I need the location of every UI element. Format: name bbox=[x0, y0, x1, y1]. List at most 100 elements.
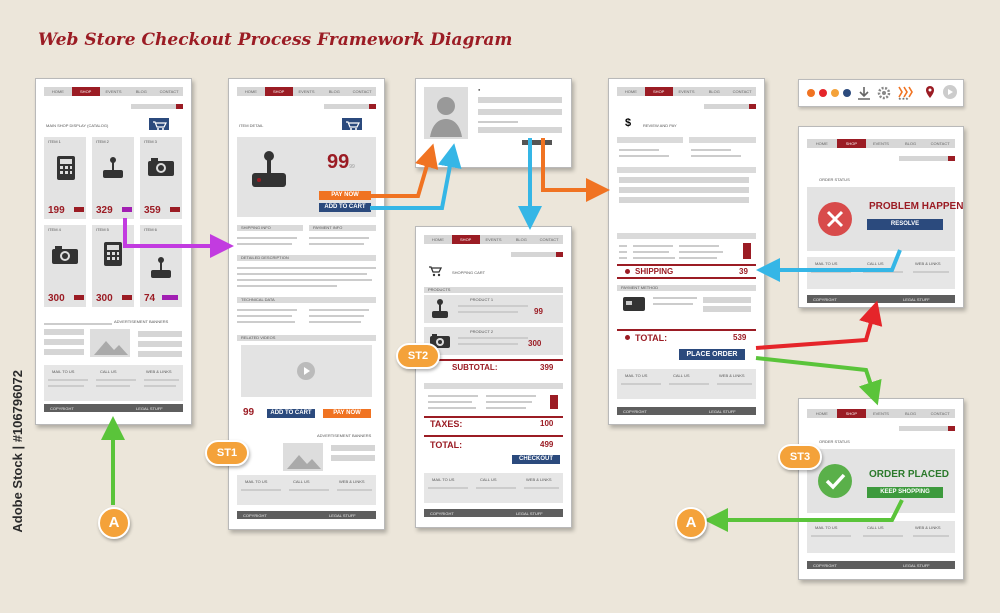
shipping-value: 39 bbox=[739, 267, 748, 276]
product-card[interactable]: ITEM 6 74 bbox=[140, 225, 182, 307]
nav-events[interactable]: EVENTS bbox=[105, 89, 122, 94]
cart-line-item[interactable]: PRODUCT 2 300 bbox=[424, 327, 563, 355]
image-placeholder-icon bbox=[283, 443, 323, 471]
circle-icon bbox=[807, 89, 815, 97]
diagram-title: Web Store Checkout Process Framework Dia… bbox=[38, 30, 513, 50]
add-to-cart-button[interactable]: ADD TO CART bbox=[319, 203, 371, 212]
username-field[interactable] bbox=[478, 97, 562, 103]
search-input[interactable] bbox=[899, 426, 955, 431]
download-icon bbox=[858, 87, 870, 100]
search-input[interactable] bbox=[899, 156, 955, 161]
success-message: ORDER PLACED bbox=[869, 469, 950, 480]
address-field[interactable] bbox=[619, 177, 749, 183]
place-order-button[interactable]: PLACE ORDER bbox=[679, 349, 745, 360]
badge-a-return: A bbox=[675, 507, 707, 539]
product-card[interactable]: ITEM 2 329 bbox=[92, 137, 134, 219]
icon-strip: ★★★ bbox=[798, 79, 964, 107]
arrow-orange-login bbox=[370, 143, 439, 198]
catalog-nav[interactable]: HOME SHOP EVENTS BLOG CONTACT bbox=[44, 87, 183, 96]
dollar-icon: $ bbox=[625, 117, 632, 129]
description-label: DETAILED DESCRIPTION bbox=[241, 255, 289, 260]
credit-card-icon[interactable] bbox=[623, 297, 645, 311]
error-message: PROBLEM HAPPEN bbox=[869, 201, 964, 212]
arrow-cyan-login bbox=[370, 143, 462, 210]
nav-home[interactable]: HOME bbox=[51, 89, 64, 94]
checkmark-icon bbox=[818, 464, 852, 498]
error-panel: PROBLEM HAPPEN RESOLVE bbox=[807, 187, 963, 251]
badge-st3: ST3 bbox=[778, 444, 822, 470]
footer: MAIL TO US CALL US WEB & LINKS bbox=[237, 475, 376, 505]
play-icon[interactable] bbox=[296, 361, 316, 381]
zip-field[interactable] bbox=[619, 197, 749, 203]
cart-icon bbox=[429, 266, 442, 277]
badge-a-start: A bbox=[98, 507, 130, 539]
calculator-icon bbox=[57, 156, 75, 180]
arrow-purple bbox=[123, 218, 234, 258]
camera-icon bbox=[148, 158, 174, 176]
nav-shop[interactable]: SHOP bbox=[71, 87, 100, 96]
technical-data-label: TECHNICAL DATA bbox=[241, 297, 275, 302]
login-button[interactable] bbox=[522, 140, 552, 145]
order-status-heading: ORDER STATUS bbox=[819, 177, 850, 182]
footer: MAIL TO US CALL US WEB & LINKS bbox=[807, 257, 955, 289]
search-input[interactable] bbox=[511, 252, 563, 257]
circle-icon bbox=[831, 89, 839, 97]
detail-heading: ITEM DETAIL bbox=[239, 123, 264, 128]
arrow-red-error bbox=[755, 300, 883, 350]
product-card[interactable]: ITEM 3 359 bbox=[140, 137, 182, 219]
nav-blog[interactable]: BLOG bbox=[135, 89, 147, 94]
cart-line-item[interactable]: PRODUCT 1 99 bbox=[424, 295, 563, 323]
footer: MAIL TO US CALL US WEB & LINKS bbox=[617, 369, 756, 399]
ads-label: ADVERTISEMENT BANNERS bbox=[317, 433, 372, 438]
product-card[interactable]: ITEM 1 199 bbox=[44, 137, 86, 219]
keep-shopping-button[interactable]: KEEP SHOPPING bbox=[867, 487, 943, 498]
arrow-cyan-resolve bbox=[756, 249, 902, 282]
payment-method-label: PAYMENT METHOD bbox=[621, 285, 659, 290]
subtotal-label: SUBTOTAL: bbox=[452, 363, 498, 372]
total-label: TOTAL: bbox=[635, 333, 668, 343]
copyright-bar: COPYRIGHT LEGAL STUFF bbox=[424, 509, 563, 517]
pay-now-button-bottom[interactable]: PAY NOW bbox=[323, 409, 371, 418]
email-field[interactable] bbox=[478, 127, 562, 133]
camera-icon bbox=[52, 246, 78, 264]
joystick-icon bbox=[252, 151, 286, 187]
nav-contact[interactable]: CONTACT bbox=[159, 89, 179, 94]
password-field[interactable] bbox=[478, 109, 562, 115]
total-label: TOTAL: bbox=[430, 440, 463, 450]
add-to-cart-button-bottom[interactable]: ADD TO CART bbox=[267, 409, 315, 418]
detail-price-bottom: 99 bbox=[243, 407, 255, 418]
product-card[interactable]: ITEM 4 300 bbox=[44, 225, 86, 307]
taxes-value: 100 bbox=[540, 419, 554, 428]
arrow-green-success bbox=[755, 356, 882, 406]
cart-heading: SHOPPING CART bbox=[452, 270, 486, 275]
circle-icon bbox=[819, 89, 827, 97]
total-value: 499 bbox=[540, 440, 554, 449]
search-input[interactable] bbox=[324, 104, 376, 109]
avatar[interactable] bbox=[424, 87, 468, 139]
search-input[interactable] bbox=[704, 104, 756, 109]
success-panel: ORDER PLACED KEEP SHOPPING bbox=[807, 449, 955, 513]
image-placeholder-icon bbox=[90, 329, 130, 357]
checkout-button[interactable]: CHECKOUT bbox=[512, 455, 560, 464]
catalog-page: HOME SHOP EVENTS BLOG CONTACT MAIN SHOP … bbox=[35, 78, 192, 425]
search-input[interactable] bbox=[131, 104, 183, 109]
video-player[interactable] bbox=[241, 345, 372, 397]
close-icon bbox=[818, 202, 852, 236]
city-field[interactable] bbox=[619, 187, 749, 193]
cart-icon[interactable] bbox=[342, 118, 362, 130]
rating-icon: ★★★ bbox=[898, 86, 913, 101]
pay-now-button[interactable]: PAY NOW bbox=[319, 191, 371, 200]
joystick-icon bbox=[151, 257, 171, 278]
cart-icon[interactable] bbox=[149, 118, 169, 130]
play-icon[interactable] bbox=[942, 84, 958, 100]
resolve-button[interactable]: RESOLVE bbox=[867, 219, 943, 230]
